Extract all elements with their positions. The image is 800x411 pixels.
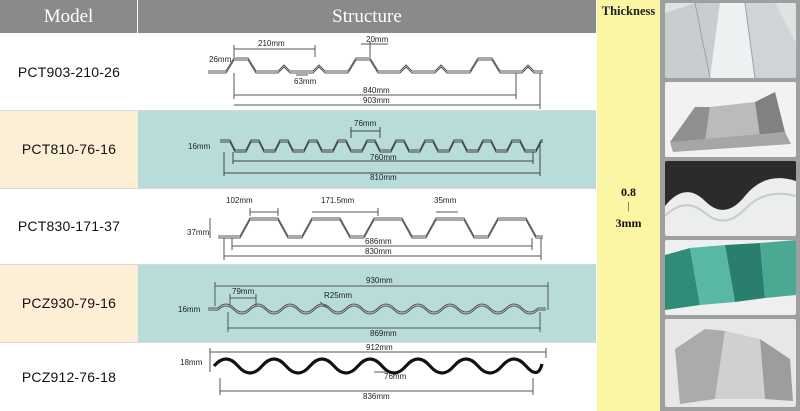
sheet-profile-line: [208, 303, 546, 313]
sheet-profile-line: [218, 217, 543, 237]
thickness-max: 3mm: [615, 216, 642, 230]
profile-drawing-row-3: 102mm 171.5mm 35mm 37mm 686mm 830mm: [187, 196, 543, 260]
model-name-row-1: PCT903-210-26: [17, 63, 121, 80]
model-cell-bg-row-4: [0, 264, 138, 342]
row-divider: [0, 264, 596, 265]
sheet-profile-line: [220, 139, 543, 151]
structure-header: Structure: [138, 0, 596, 33]
dimension-label: 76mm: [384, 372, 407, 381]
dimension-label: 830mm: [365, 247, 392, 256]
grey-trapezoid-stack-photo: [665, 319, 796, 407]
thickness-min: 0.8: [621, 185, 636, 199]
dimension-label: 930mm: [366, 276, 393, 285]
structure-cell-bg-row-4: [138, 264, 596, 342]
model-name-row-3: PCT830-171-37: [17, 218, 121, 234]
structure-cell-bg-row-2: [138, 110, 596, 188]
profile-drawing-row-5: 912mm 18mm 76mm 836mm: [180, 343, 547, 401]
profile-drawing-row-1: 26mm 210mm 20mm 63mm 840mm 903mm: [208, 35, 543, 109]
thickness-header: Thickness: [601, 4, 656, 18]
dimension-label: 686mm: [365, 237, 392, 246]
clear-trapezoid-sheet-photo: [665, 3, 796, 78]
dimension-label: 912mm: [366, 343, 393, 352]
model-name-row-2: PCT810-76-16: [21, 141, 117, 157]
profile-drawing-row-4: 930mm 79mm R25mm 16mm 869mm: [178, 276, 549, 338]
row-divider: [0, 188, 596, 189]
height-label: 18mm: [180, 358, 203, 367]
dimension-label: 840mm: [363, 86, 390, 95]
grey-trapezoid-sheet-photo: [665, 82, 796, 157]
sheet-profile-line: [212, 357, 544, 375]
green-trapezoid-sheet-photo: [665, 240, 796, 315]
dimension-label: 35mm: [434, 196, 457, 205]
dimension-label: 760mm: [370, 153, 397, 162]
row-divider: [0, 110, 596, 111]
row-divider: [0, 342, 596, 343]
height-label: 37mm: [187, 228, 210, 237]
dimension-label: 102mm: [226, 196, 253, 205]
height-label: 26mm: [209, 55, 232, 64]
model-header: Model: [0, 0, 137, 33]
height-label: 16mm: [188, 142, 211, 151]
white-wave-sheet-photo: [665, 161, 796, 236]
dimension-label: 210mm: [258, 39, 285, 48]
radius-label: R25mm: [324, 291, 352, 300]
dimension-label: 20mm: [366, 35, 389, 44]
dimension-label: 171.5mm: [321, 196, 355, 205]
dimension-label: 63mm: [294, 77, 317, 86]
dimension-label: 903mm: [363, 96, 390, 105]
thickness-column: [597, 0, 660, 411]
dimension-label: 79mm: [232, 287, 255, 296]
model-cell-bg-row-2: [0, 110, 138, 188]
dimension-label: 836mm: [363, 392, 390, 401]
dimension-label: 76mm: [354, 119, 377, 128]
model-name-row-5: PCZ912-76-18: [21, 368, 117, 385]
dimension-label: 869mm: [370, 329, 397, 338]
sheet-profile-line: [208, 57, 543, 72]
profile-drawing-row-2: 16mm 76mm 760mm 810mm: [188, 119, 543, 182]
height-label: 16mm: [178, 305, 201, 314]
thickness-separator: |: [627, 201, 630, 212]
model-name-row-4: PCZ930-79-16: [21, 295, 117, 311]
dimension-label: 810mm: [370, 173, 397, 182]
